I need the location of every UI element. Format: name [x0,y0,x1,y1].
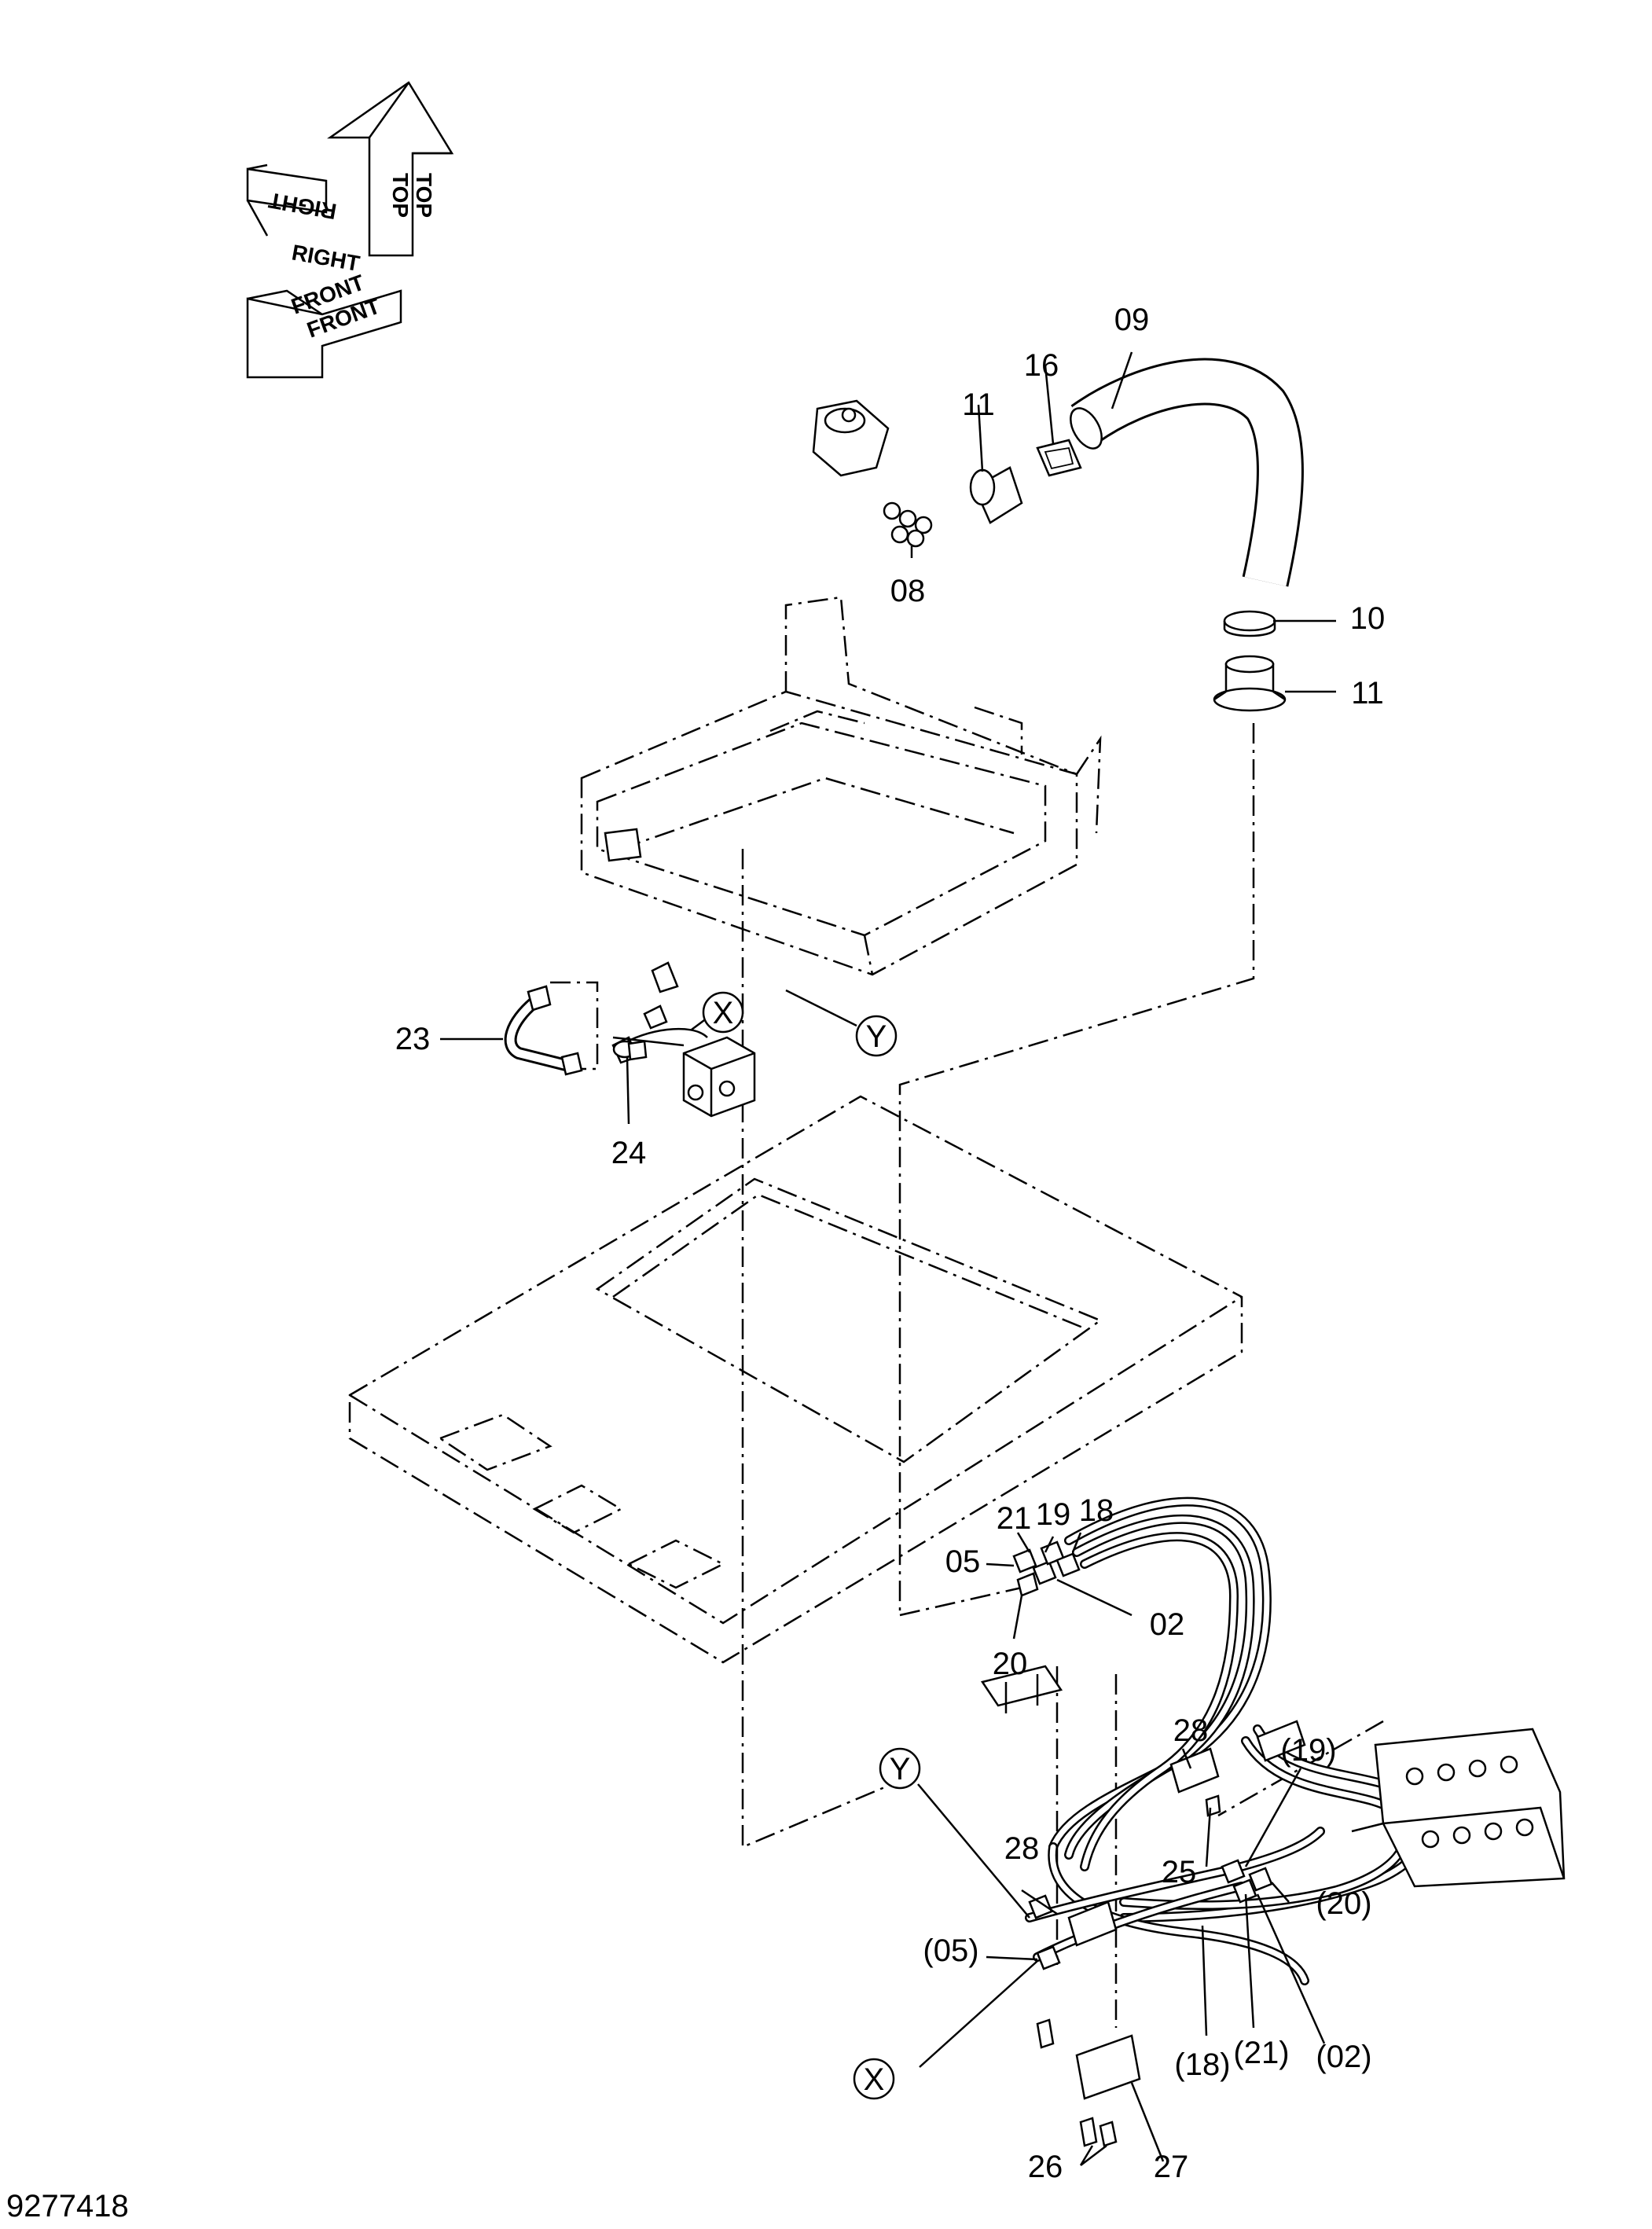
callout-20: 20 [993,1647,1028,1681]
callout-10: 10 [1350,601,1386,636]
fittings-lower [1028,1859,1273,1970]
floor-plate [348,1095,1243,1664]
pipe-23 [504,985,583,1076]
marker-y-bottom: Y [879,1747,921,1790]
callout-08: 08 [890,574,926,608]
callout-09: 09 [1114,303,1150,337]
top-label: TOP [388,173,413,218]
cab-floor-frame [580,596,1102,976]
reference-lines [550,723,1384,2028]
callout-27: 27 [1154,2150,1189,2184]
switch-24 [612,1040,648,1061]
marker-x-top: X [702,991,744,1034]
callout-28-upper: 28 [1173,1713,1209,1748]
marker-y-top-label: Y [866,1019,887,1054]
callout-labels: 09 16 11 08 10 11 23 24 21 19 18 05 02 2… [395,303,1386,2184]
callout-21-ref: (21) [1233,2036,1289,2070]
drawing-number: 9277418 [6,2189,129,2223]
callout-05: 05 [945,1544,981,1579]
callout-11-right: 11 [1351,676,1384,711]
callout-18: 18 [1079,1493,1114,1528]
right-label-2: RIGHT [266,188,338,224]
callout-20-ref: (20) [1316,1886,1371,1921]
right-manifold [1351,1728,1566,1888]
callout-18-ref: (18) [1174,2047,1230,2082]
callout-16: 16 [1024,348,1059,383]
callout-26: 26 [1028,2150,1063,2184]
marker-x-top-label: X [713,996,734,1030]
hose-09 [1070,358,1304,587]
top-label-2: TOP [412,173,436,218]
marker-y-top: Y [855,1015,898,1057]
callout-19-ref: (19) [1280,1733,1336,1768]
callout-05-ref: (05) [923,1933,978,1968]
callout-02: 02 [1150,1607,1185,1642]
marker-x-bottom-label: X [864,2062,885,2097]
marker-x-bottom: X [853,2058,895,2100]
pilot-valve-assembly [812,399,1082,548]
callout-leaders [440,351,1336,2166]
fittings-upper [1012,1540,1081,1597]
orientation-indicator: TOP TOP RIGHT RIGHT FRONT FRONT [246,81,454,379]
callout-28-lower: 28 [1004,1831,1040,1866]
callout-24: 24 [611,1136,647,1170]
clamp-and-adaptor [1213,610,1287,712]
marker-y-bottom-label: Y [890,1752,911,1787]
callout-11-top: 11 [962,387,995,422]
clamps-and-brackets [980,1665,1306,2100]
bolts [1036,1794,1221,2147]
callout-02-ref: (02) [1316,2040,1371,2074]
callout-23: 23 [395,1022,431,1056]
callout-21: 21 [997,1501,1032,1536]
right-label: RIGHT [290,240,362,276]
callout-19: 19 [1036,1497,1071,1532]
callout-25: 25 [1162,1855,1197,1889]
